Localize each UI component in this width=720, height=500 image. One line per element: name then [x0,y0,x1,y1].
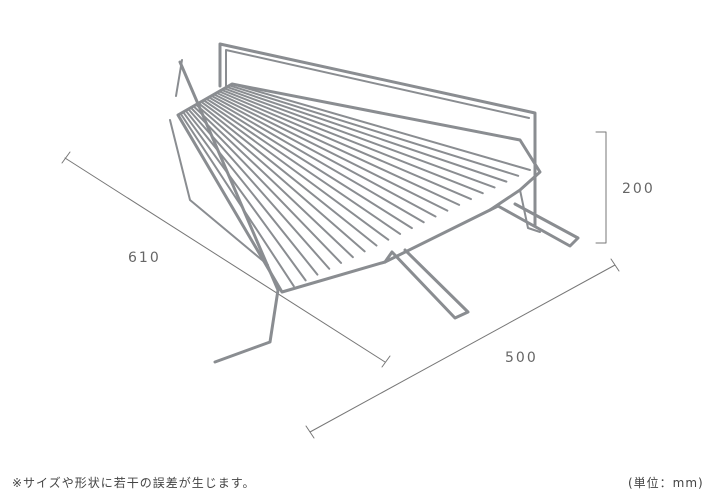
grid-bar [231,83,531,171]
side-support-leg [178,60,280,364]
depth-dimension-line [61,151,391,368]
right-hook [488,202,580,248]
grid-bar [223,87,496,189]
grid-bar [182,111,307,282]
height-label: 200 [622,181,655,197]
grid-bar [207,96,425,224]
disclaimer-note: ※サイズや形状に若干の誤差が生じます。 [12,476,256,490]
grid-bar [195,103,366,253]
grid-bar [205,97,413,230]
depth-label: 610 [128,250,161,266]
grid-bar [189,106,343,264]
front-hook [383,248,470,320]
grid-bar [228,84,520,177]
grid-bar [215,91,461,206]
grid-bar [220,88,484,195]
right-support [519,189,541,233]
grid-bar [218,90,472,201]
grid-bar [202,99,402,235]
grid-bar [225,85,508,183]
grid-bar [200,100,390,241]
height-dimension-line [595,131,607,244]
grid-bar [192,105,354,259]
width-dimension-line [305,258,620,439]
grid-bar [179,112,295,288]
width-label: 500 [505,350,538,366]
back-frame [218,42,537,228]
side-rail [169,59,269,266]
unit-note: (単位：mm) [628,476,704,490]
grid-bar [184,109,319,276]
grid-bar [213,93,449,212]
grid-bar [210,94,437,218]
back-frame-inner [225,49,530,119]
grid-bar [197,102,378,247]
